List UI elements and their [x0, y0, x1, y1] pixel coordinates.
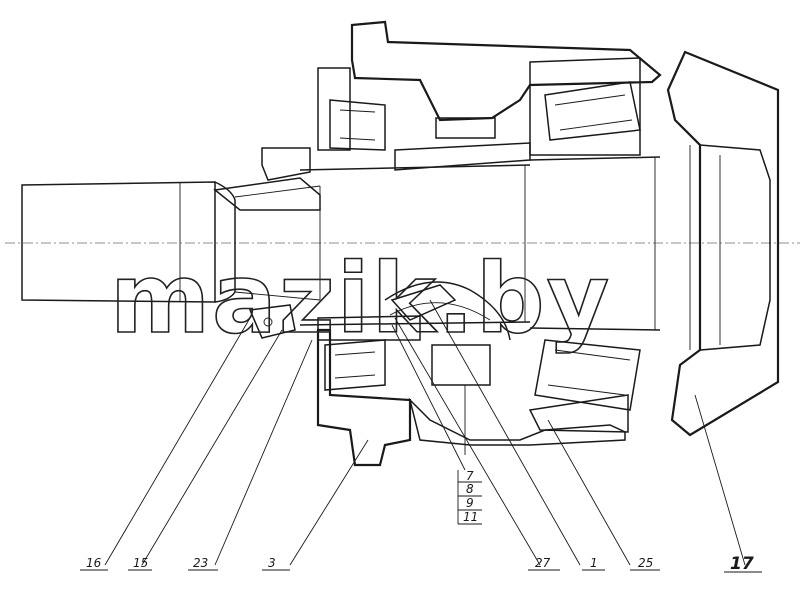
stack-label-8: 8 [466, 482, 474, 496]
callout-15: 15 [133, 556, 148, 570]
callout-23: 23 [193, 556, 208, 570]
bearing-upper-left [329, 99, 386, 151]
seal-assembly [213, 147, 321, 339]
callout-16: 16 [86, 556, 102, 570]
callout-1: 1 [590, 556, 598, 570]
callout-3: 3 [268, 556, 276, 570]
leader-lines [80, 299, 762, 573]
stack-label-11: 11 [463, 510, 478, 524]
drive-shaft [21, 156, 661, 331]
callout-17: 17 [730, 554, 754, 574]
callout-25: 25 [638, 556, 653, 570]
callout-27: 27 [535, 556, 551, 570]
bearing-upper-right [544, 81, 641, 141]
bearing-lower-right [534, 339, 641, 411]
gear-cage [384, 281, 511, 455]
bearing-lower-left [324, 339, 386, 391]
housing-lower [316, 315, 629, 467]
housing-upper [317, 20, 662, 171]
stack-label-9: 9 [466, 496, 474, 510]
watermark: mazik.by [110, 243, 611, 355]
stack-label-7: 7 [466, 469, 474, 483]
bevel-gear [666, 50, 780, 437]
